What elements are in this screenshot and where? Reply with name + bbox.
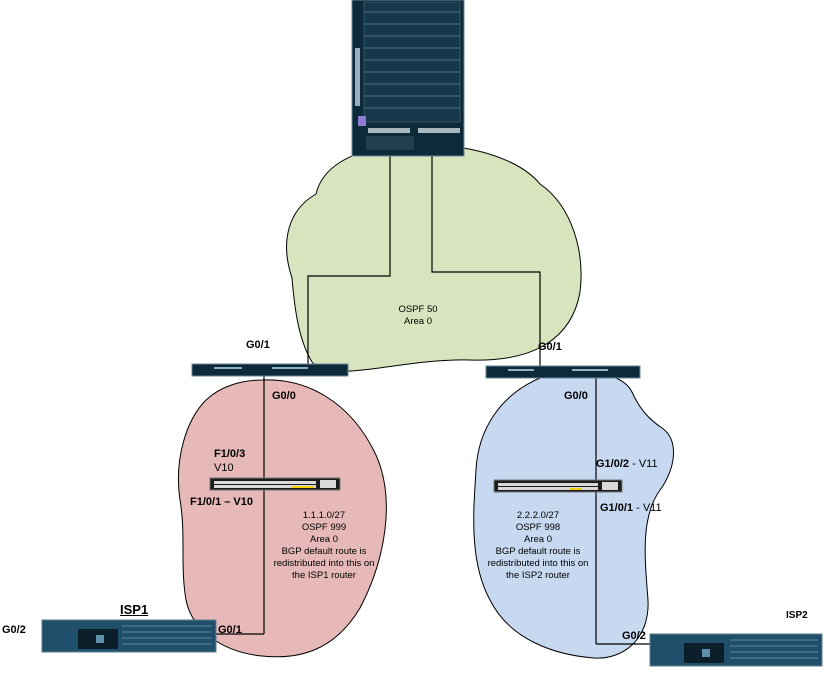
ospf50-line1: OSPF 50 [398,304,438,315]
links [216,156,650,645]
left-switch-f101-label: F1/0/1 – V10 [190,496,253,508]
left-switch-f103-label: F1/0/3 [214,448,246,460]
right-dist-g00-label: G0/0 [564,390,588,402]
ospf50-cloud [286,143,582,372]
isp1-g01-label: G0/1 [218,624,242,636]
ospf998-line2: OSPF 998 [515,522,561,533]
left-dist-g01-label: G0/1 [246,339,270,351]
ospf999-line1: 1.1.1.0/27 [302,510,346,521]
ospf998-line4: BGP default route is [495,546,581,557]
ospf998-label: 2.2.2.0/27 OSPF 998 Area 0 BGP default r… [476,510,600,582]
link-core-to-left-dist [307,156,391,365]
ospf999-cloud [177,379,387,658]
right-switch-g102-label: G1/0/2 - V11 [596,458,658,470]
access-switch-icon-left[interactable] [209,477,341,491]
ospf999-line6: the ISP1 router [292,570,356,581]
right-switch-g102-port: G1/0/2 [596,458,630,470]
router-icon-isp2[interactable] [649,633,823,667]
ospf998-line6: the ISP2 router [506,570,570,581]
right-switch-g102-vlan: - V11 [632,458,658,470]
left-dist-g00-label: G0/0 [272,390,296,402]
ospf998-line5: redistributed into this on [487,558,589,569]
isp2-g02-label: G0/2 [622,630,646,642]
router-icon-isp1[interactable] [41,619,217,653]
ospf999-line3: Area 0 [310,534,338,545]
chassis-switch-icon[interactable] [351,0,465,157]
ospf998-cloud [473,372,675,659]
ospf998-line1: 2.2.2.0/27 [516,510,560,521]
right-dist-g01-label: G0/1 [538,341,562,353]
rack-switch-icon-left[interactable] [191,363,349,377]
left-switch-v10-label: V10 [214,462,234,474]
ospf999-line4: BGP default route is [281,546,367,557]
ospf998-line3: Area 0 [524,534,552,545]
right-switch-g101-port: G1/0/1 [600,502,634,514]
ospf50-line2: Area 0 [404,316,432,327]
ospf999-label: 1.1.1.0/27 OSPF 999 Area 0 BGP default r… [262,510,386,582]
link-core-to-right-dist [431,156,541,367]
right-switch-g101-label: G1/0/1 - V11 [600,502,662,514]
isp1-g02-label: G0/2 [2,624,26,636]
isp1-title: ISP1 [120,602,149,617]
ospf50-label: OSPF 50 Area 0 [380,304,456,328]
access-switch-icon-right[interactable] [493,479,623,493]
right-switch-g101-vlan: - V11 [636,502,662,514]
rack-switch-icon-right[interactable] [485,365,641,379]
ospf999-line2: OSPF 999 [301,522,347,533]
ospf999-line5: redistributed into this on [273,558,375,569]
isp2-title: ISP2 [786,610,808,621]
